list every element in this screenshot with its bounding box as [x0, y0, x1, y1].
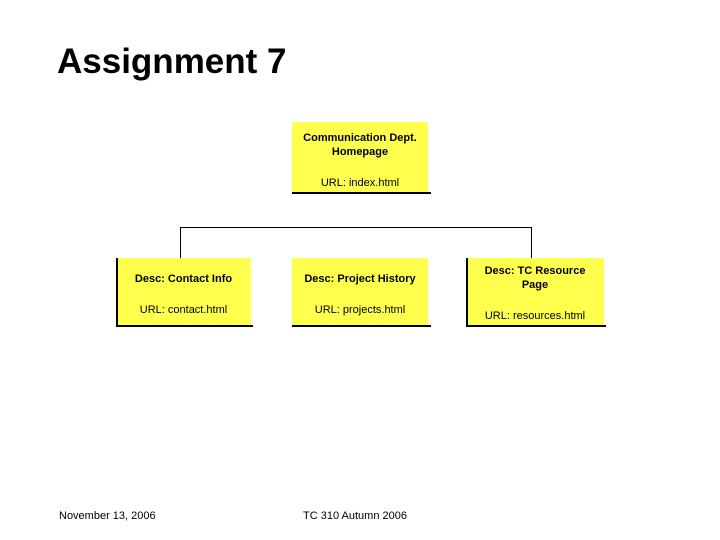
connector-drop-right [531, 227, 532, 259]
node-root-desc-line1: Communication Dept. [303, 132, 417, 144]
node-contact-left-border [116, 258, 118, 327]
node-resources-bottom-border [466, 325, 606, 327]
footer-course: TC 310 Autumn 2006 [303, 510, 407, 522]
page-title: Assignment 7 [57, 42, 287, 81]
node-projects-bottom-border [292, 325, 431, 327]
connector-drop-left [180, 227, 181, 259]
node-contact-bottom-border [116, 325, 253, 327]
node-root-url: URL: index.html [320, 177, 400, 189]
node-projects-desc: Desc: Project History [304, 273, 416, 285]
node-projects-url: URL: projects.html [314, 304, 406, 316]
diagram-node-resources: Desc: TC Resource Page URL: resources.ht… [466, 258, 604, 325]
node-contact-desc: Desc: Contact Info [134, 273, 233, 285]
node-root-desc-line2: Homepage [331, 146, 389, 158]
node-root-bottom-border [292, 192, 431, 194]
connector-horizontal [180, 227, 532, 228]
footer-date: November 13, 2006 [59, 510, 156, 522]
node-resources-desc-line2: Page [521, 279, 549, 291]
node-resources-desc-line1: Desc: TC Resource [484, 265, 586, 277]
diagram-node-projects: Desc: Project History URL: projects.html [292, 258, 428, 325]
node-resources-url: URL: resources.html [484, 310, 586, 322]
diagram-node-contact: Desc: Contact Info URL: contact.html [116, 258, 251, 325]
node-resources-left-border [466, 258, 468, 327]
diagram-node-root: Communication Dept. Homepage URL: index.… [292, 122, 428, 192]
node-contact-url: URL: contact.html [139, 304, 228, 316]
